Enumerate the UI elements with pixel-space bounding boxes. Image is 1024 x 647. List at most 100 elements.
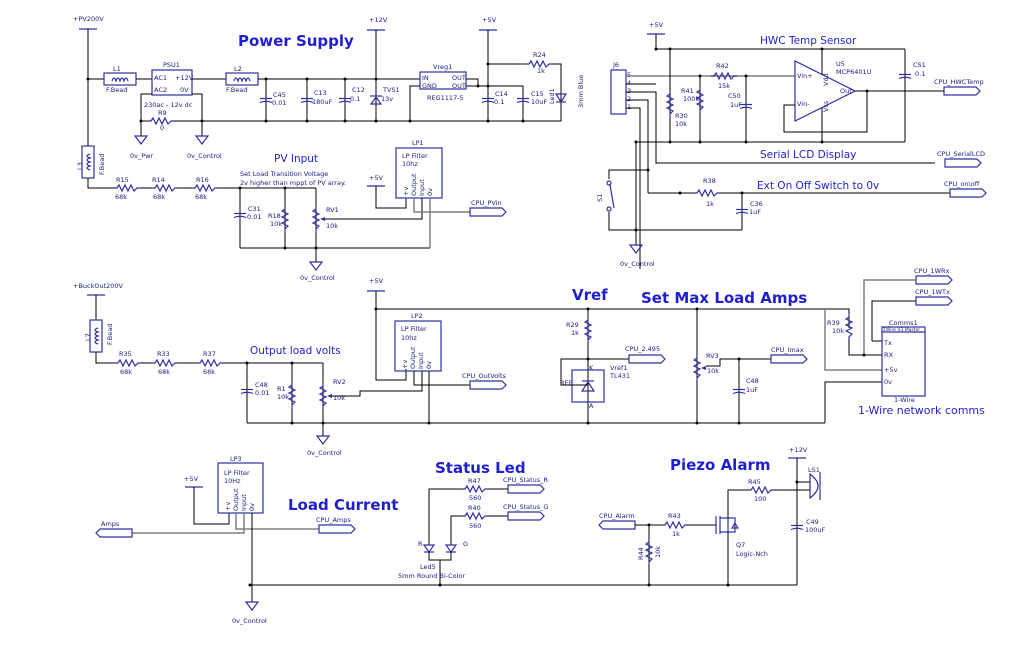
note-pv-line1: Set Load Transition Voltage (240, 170, 328, 178)
ref-vref1: Vref1 (610, 364, 627, 372)
comms1-pin: Tx (883, 339, 892, 347)
val-led5: 5mm Round Bi-Color (398, 572, 465, 580)
port-cpu-onoff (949, 188, 987, 198)
section-title-power-supply: Power Supply (238, 32, 354, 50)
u5-pin: Out (840, 87, 852, 95)
u5-pin: Vss (822, 100, 830, 112)
ground-symbol (316, 435, 330, 445)
resistor-r43 (661, 521, 689, 529)
ground-label: 0v_Control (620, 260, 655, 268)
vref1-pin: A (589, 402, 594, 410)
ref-c45: C45 (273, 91, 286, 99)
port-label: CPU_2.495 (625, 345, 660, 353)
comms1-pin: RX (884, 351, 894, 359)
j6-pin: 2 (627, 95, 631, 103)
rail-label-5v: +5V (649, 21, 664, 29)
val-c13: 180uF (312, 98, 333, 106)
port-cpu-outvolts (469, 380, 507, 390)
rail-label-5v: +5V (369, 277, 384, 285)
ref-r30: R30 (675, 112, 688, 120)
port-label: CPU_PVin (471, 199, 502, 207)
lp3-pin: Output (232, 488, 240, 511)
ref-psu1: PSU1 (163, 61, 180, 69)
ref-r16: R16 (196, 176, 209, 184)
ref-c14: C14 (495, 90, 508, 98)
val-r40: 560 (469, 522, 481, 530)
ref-rv2: RV2 (333, 378, 346, 386)
inductor-l1 (103, 72, 137, 86)
lp3-label: 10Hz (224, 477, 241, 485)
ref-r33: R33 (157, 350, 170, 358)
inductor-l2 (225, 72, 259, 86)
psu1-pin: AC1 (154, 74, 167, 82)
val-l7: F.Bead (106, 324, 114, 345)
ref-r42: R42 (716, 62, 729, 70)
val-r35: 68k (120, 368, 132, 376)
ground-label: 0v_Control (307, 449, 342, 457)
ground-label: 0v_Control (187, 152, 222, 160)
ref-c36: C36 (750, 200, 763, 208)
resistor-r45 (747, 486, 775, 494)
section-title-piezo: Piezo Alarm (670, 456, 770, 474)
lp2-label: 10hz (401, 334, 417, 342)
port-amps (95, 528, 133, 538)
ref-led1: Led1 (548, 88, 556, 104)
lp1-pin: 0v (426, 188, 434, 196)
lp3-pin: +v (224, 502, 232, 511)
port-label: CPU_on\off (944, 180, 980, 188)
ref-vreg1: Vreg1 (433, 63, 452, 71)
rail-label-12v: +12V (369, 16, 388, 24)
ref-s1: S1 (596, 194, 604, 202)
psu1-module (151, 69, 193, 96)
ref-r39: R39 (827, 319, 840, 327)
ref-r44: R44 (637, 547, 645, 560)
ref-lp2: LP2 (411, 312, 423, 320)
val-rv3: 10k (707, 367, 719, 375)
resistor-r38 (693, 189, 721, 197)
val-l2: F.Bead (226, 86, 247, 94)
ref-l1: L1 (113, 65, 121, 73)
capacitor-c13 (300, 77, 314, 123)
val-c48b: 1uF (746, 386, 758, 394)
lp-filter-lp3 (217, 462, 264, 514)
val-led1: 3mm Blue (577, 75, 585, 108)
val-c49: 100uF (805, 526, 826, 534)
port-label: CPU_1WRx (914, 267, 950, 275)
resistor-r35 (114, 359, 142, 367)
val-r18: 10k (270, 220, 282, 228)
tvs-diode-tvs1 (369, 30, 383, 123)
vref1-pin: K (589, 364, 594, 372)
section-title-set-max: Set Max Load Amps (641, 289, 807, 307)
lp1-pin: Input (418, 179, 426, 196)
ref-r40: R40 (468, 504, 481, 512)
ref-r9: R9 (158, 109, 167, 117)
val-c15: 10uF (531, 98, 547, 106)
val-r30: 10k (675, 120, 687, 128)
val-r37: 68k (203, 368, 215, 376)
vreg-pin: OUT (452, 74, 466, 82)
port-label: CPU_HWCTemp (934, 78, 984, 86)
val-r42: 15k (718, 82, 730, 90)
potentiometer-rv1 (312, 205, 326, 233)
psu1-pin: 0V (180, 86, 189, 94)
rail-label-5v: +5V (184, 475, 199, 483)
val-r39: 10k (832, 327, 844, 335)
vreg-pin: IN (422, 74, 429, 82)
rail-label-pv200: +PV200V (73, 15, 104, 23)
ref-r15: R15 (116, 176, 129, 184)
section-title-output-volts: Output load volts (250, 345, 341, 357)
lp3-pin: Input (240, 494, 248, 511)
regulator-vreg1 (419, 71, 467, 90)
ref-led5: Led5 (420, 563, 436, 571)
ref-r37: R37 (203, 350, 216, 358)
vref1-pin: REF (560, 379, 573, 387)
ref-c31: C31 (248, 205, 261, 213)
j6-pin: 1 (627, 103, 631, 111)
port-label: CPU_Imax (771, 346, 804, 354)
lp-filter-lp1 (395, 147, 443, 199)
psu1-pin: AC2 (154, 86, 167, 94)
val-c14: 0.1 (494, 98, 504, 106)
port-label: CPU_1WTx (915, 288, 950, 296)
val-l3: F.Bead (98, 154, 106, 175)
